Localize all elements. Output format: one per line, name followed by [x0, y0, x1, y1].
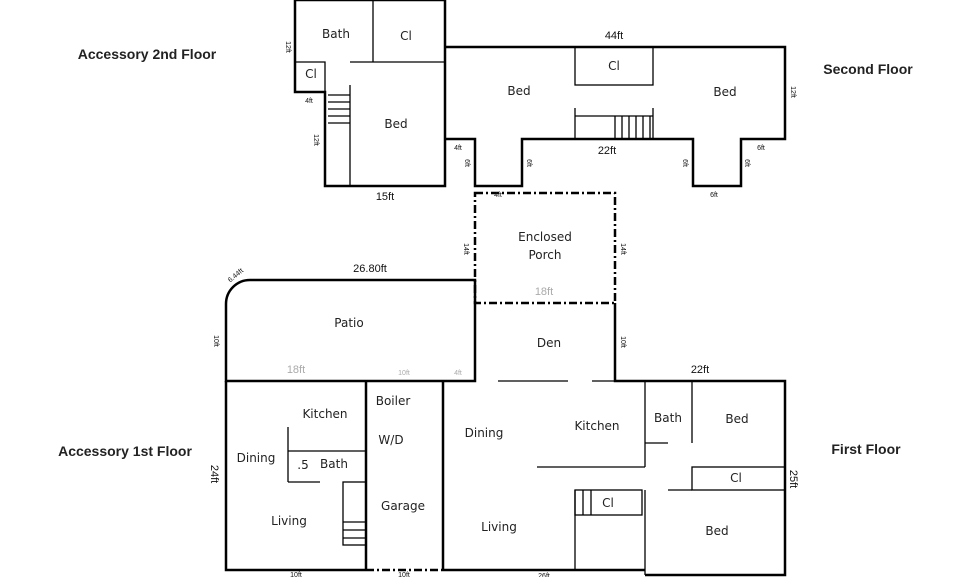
stairs [328, 94, 350, 124]
dimension-label: 6ft [757, 145, 765, 152]
room-label: Living [271, 514, 307, 528]
room-label: Cl [602, 496, 614, 510]
room-label: Cl [400, 29, 412, 43]
dimension-label: 24ft [208, 465, 220, 483]
room-label: .5 [297, 458, 308, 472]
room-label: Cl [730, 471, 742, 485]
dimension-label: 10ft [212, 335, 219, 347]
dimension-label: 6ft [681, 159, 688, 167]
dimension-label: 22ft [691, 364, 709, 376]
dimension-label: 4ft [454, 370, 462, 377]
dimension-label: 4ft [305, 98, 313, 105]
dimension-label: 44ft [605, 30, 623, 42]
room-label: Cl [608, 59, 620, 73]
room-label: Bath [320, 457, 348, 471]
accessory-2nd-floor-title: Accessory 2nd Floor [78, 46, 217, 62]
dimension-label: 18ft [535, 286, 553, 298]
dimension-label: 22ft [598, 145, 616, 157]
stairs [614, 116, 651, 139]
patio-outline [224, 278, 477, 383]
dimension-label: 4ft [494, 192, 502, 199]
accessory-1st-floor-walls [224, 381, 445, 572]
room-label: Bed [705, 524, 728, 538]
room-label: Kitchen [574, 419, 619, 433]
room-label: Cl [305, 67, 317, 81]
dimension-label: 10ft [398, 370, 410, 377]
dimension-label: 6ft [710, 192, 718, 199]
dimension-label: 6ft [463, 159, 470, 167]
room-label: W/D [378, 433, 403, 447]
dimension-label: 14ft [619, 243, 626, 255]
room-label: Patio [334, 316, 363, 330]
room-label: Bed [713, 85, 736, 99]
dimension-label: 6ft [525, 159, 532, 167]
room-label: Bath [654, 411, 682, 425]
dimension-label: 26ft [538, 573, 550, 577]
room-label: Garage [381, 499, 425, 513]
room-label: Dining [465, 426, 504, 440]
accessory-1st-floor-title: Accessory 1st Floor [58, 443, 192, 459]
dimension-label: 6ft [743, 159, 750, 167]
room-label: Bed [384, 117, 407, 131]
room-label: Bed [507, 84, 530, 98]
dimension-label: 4ft [454, 145, 462, 152]
room-label: Porch [528, 248, 561, 262]
second-floor-walls [445, 45, 787, 188]
dimension-label: 18ft [287, 364, 305, 376]
room-label: Bed [725, 412, 748, 426]
room-label: Enclosed [518, 230, 572, 244]
room-label: Boiler [376, 394, 411, 408]
dimension-label: 10ft [619, 336, 626, 348]
dimension-label: 14ft [462, 243, 469, 255]
dimension-label: 12ft [312, 134, 319, 146]
dimension-label: 10ft [398, 572, 410, 577]
room-label: Den [537, 336, 561, 350]
dimension-label: 26.80ft [353, 263, 387, 275]
room-label: Living [481, 520, 517, 534]
room-label: Dining [237, 451, 276, 465]
dimension-label: 15ft [376, 191, 394, 203]
dimension-label: 25ft [787, 470, 799, 488]
first-floor-title: First Floor [831, 441, 901, 457]
accessory-2nd-floor-walls [293, 0, 447, 188]
enclosed-porch-outline [473, 191, 617, 305]
second-floor-title: Second Floor [823, 61, 913, 77]
room-label: Kitchen [302, 407, 347, 421]
dimension-label: 12ft [284, 41, 291, 53]
dimension-label: 12ft [789, 86, 796, 98]
room-label: Bath [322, 27, 350, 41]
dimension-label: 10ft [290, 572, 302, 577]
first-floor-walls [443, 303, 787, 577]
